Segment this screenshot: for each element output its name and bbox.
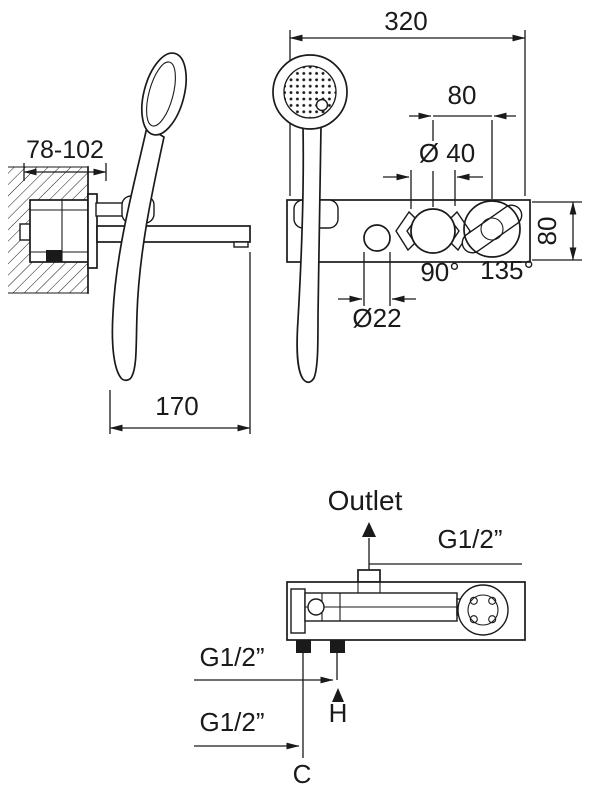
inlet-thread-label-1: G1/2” [199, 642, 264, 672]
outlet-port-circle [363, 224, 391, 252]
inlet-port-left [296, 640, 311, 653]
panel-width-dimension: 320 [289, 6, 526, 196]
outlet-label: Outlet [328, 485, 403, 516]
plan-view-body [286, 569, 526, 653]
panel-height-dim-label: 80 [532, 217, 562, 246]
handle-spacing-dim-label: 80 [448, 80, 477, 110]
inlet-thread-label-2: G1/2” [199, 707, 264, 737]
center-dim-label: C [293, 759, 312, 789]
diverter-diameter-dim-label: Ø 40 [419, 138, 475, 168]
lever-handle [461, 200, 523, 258]
holder-flange-outer [457, 584, 509, 636]
diverter-diameter-dimension: Ø 40 [383, 138, 483, 209]
outlet-thread-label: G1/2” [437, 524, 502, 554]
wall-depth-dimension: 78-102 [23, 136, 107, 181]
lever-bar [461, 204, 523, 254]
outlet-diameter-dim-label: Ø22 [352, 303, 401, 333]
hand-shower-front [272, 54, 348, 384]
spout-side [96, 225, 251, 248]
shower-head-side [140, 52, 188, 136]
height-dim-arrow [332, 688, 344, 702]
handle-spacing-dimension: 80 [409, 80, 516, 207]
wall-depth-dim-label: 78-102 [26, 136, 104, 164]
body-end-cap [290, 588, 306, 634]
holder-flange-inner [467, 594, 499, 626]
shower-spray-face [283, 65, 337, 119]
inlet-port-right [330, 640, 345, 653]
outlet-diameter-dimension: Ø22 [338, 252, 416, 333]
hand-shower-side [111, 52, 188, 382]
valve-seal [46, 250, 62, 262]
outlet-stub [357, 569, 381, 583]
diverter-angle-label: 90° [420, 257, 459, 287]
height-dim-label: H [329, 698, 348, 728]
diverter-knob [395, 208, 471, 254]
plan-view: Outlet G1/2” [194, 485, 526, 789]
spout-length-dim-label: 170 [155, 391, 198, 421]
panel-width-dim-label: 320 [384, 6, 427, 36]
side-view: 78-102 [8, 52, 251, 434]
spout-aerator [233, 241, 249, 248]
shower-handle-front [296, 125, 322, 384]
lever-angle-label: 135° [480, 255, 534, 285]
shower-face-button [315, 98, 329, 112]
front-view: 320 Ø22 90° Ø 40 [272, 6, 582, 384]
outlet-arrow [362, 522, 376, 537]
shower-handle-side [111, 125, 165, 382]
mixer-valve-side [19, 199, 89, 263]
spout-length-dimension: 170 [109, 252, 251, 434]
panel-height-dimension: 80 [532, 201, 582, 261]
